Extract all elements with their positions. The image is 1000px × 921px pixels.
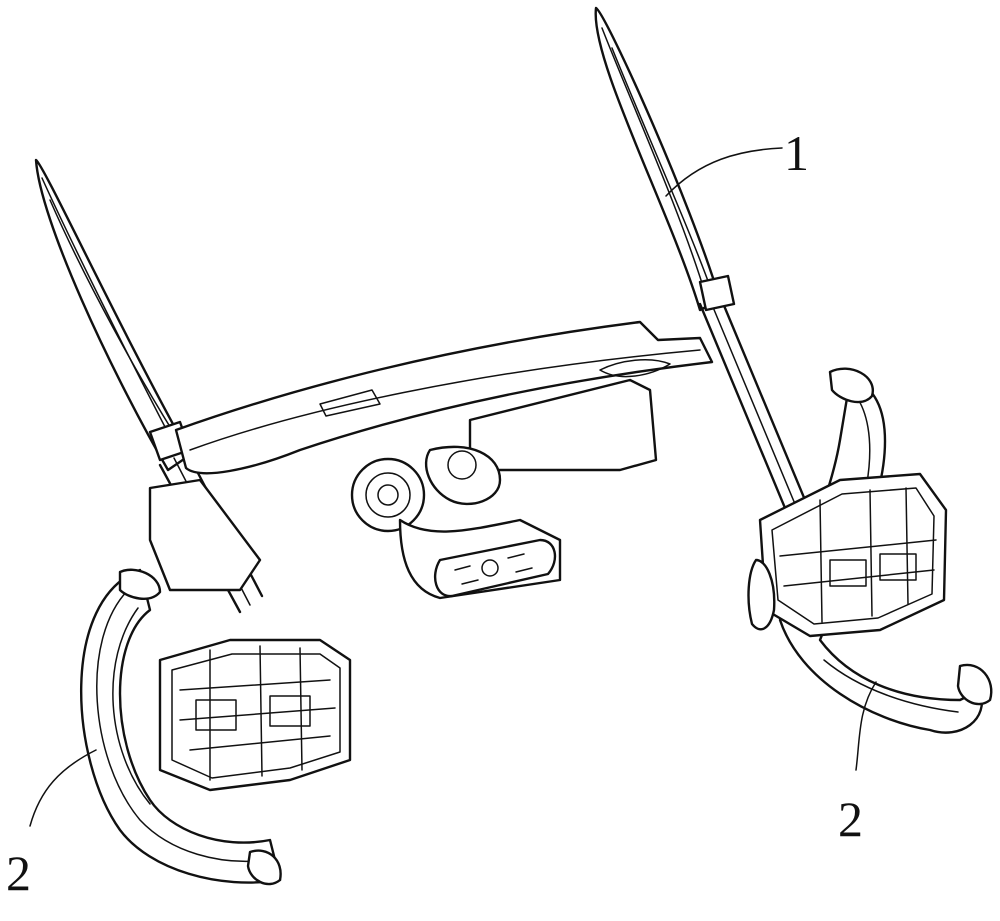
leader-line-1 — [666, 148, 782, 196]
right-gearbox — [749, 474, 946, 636]
left-gearbox — [160, 640, 350, 790]
leader-line-2-left — [30, 750, 96, 826]
label-wheel-right: 2 — [838, 791, 863, 847]
label-handle-frame: 1 — [784, 125, 809, 181]
label-wheel-left: 2 — [6, 845, 31, 901]
